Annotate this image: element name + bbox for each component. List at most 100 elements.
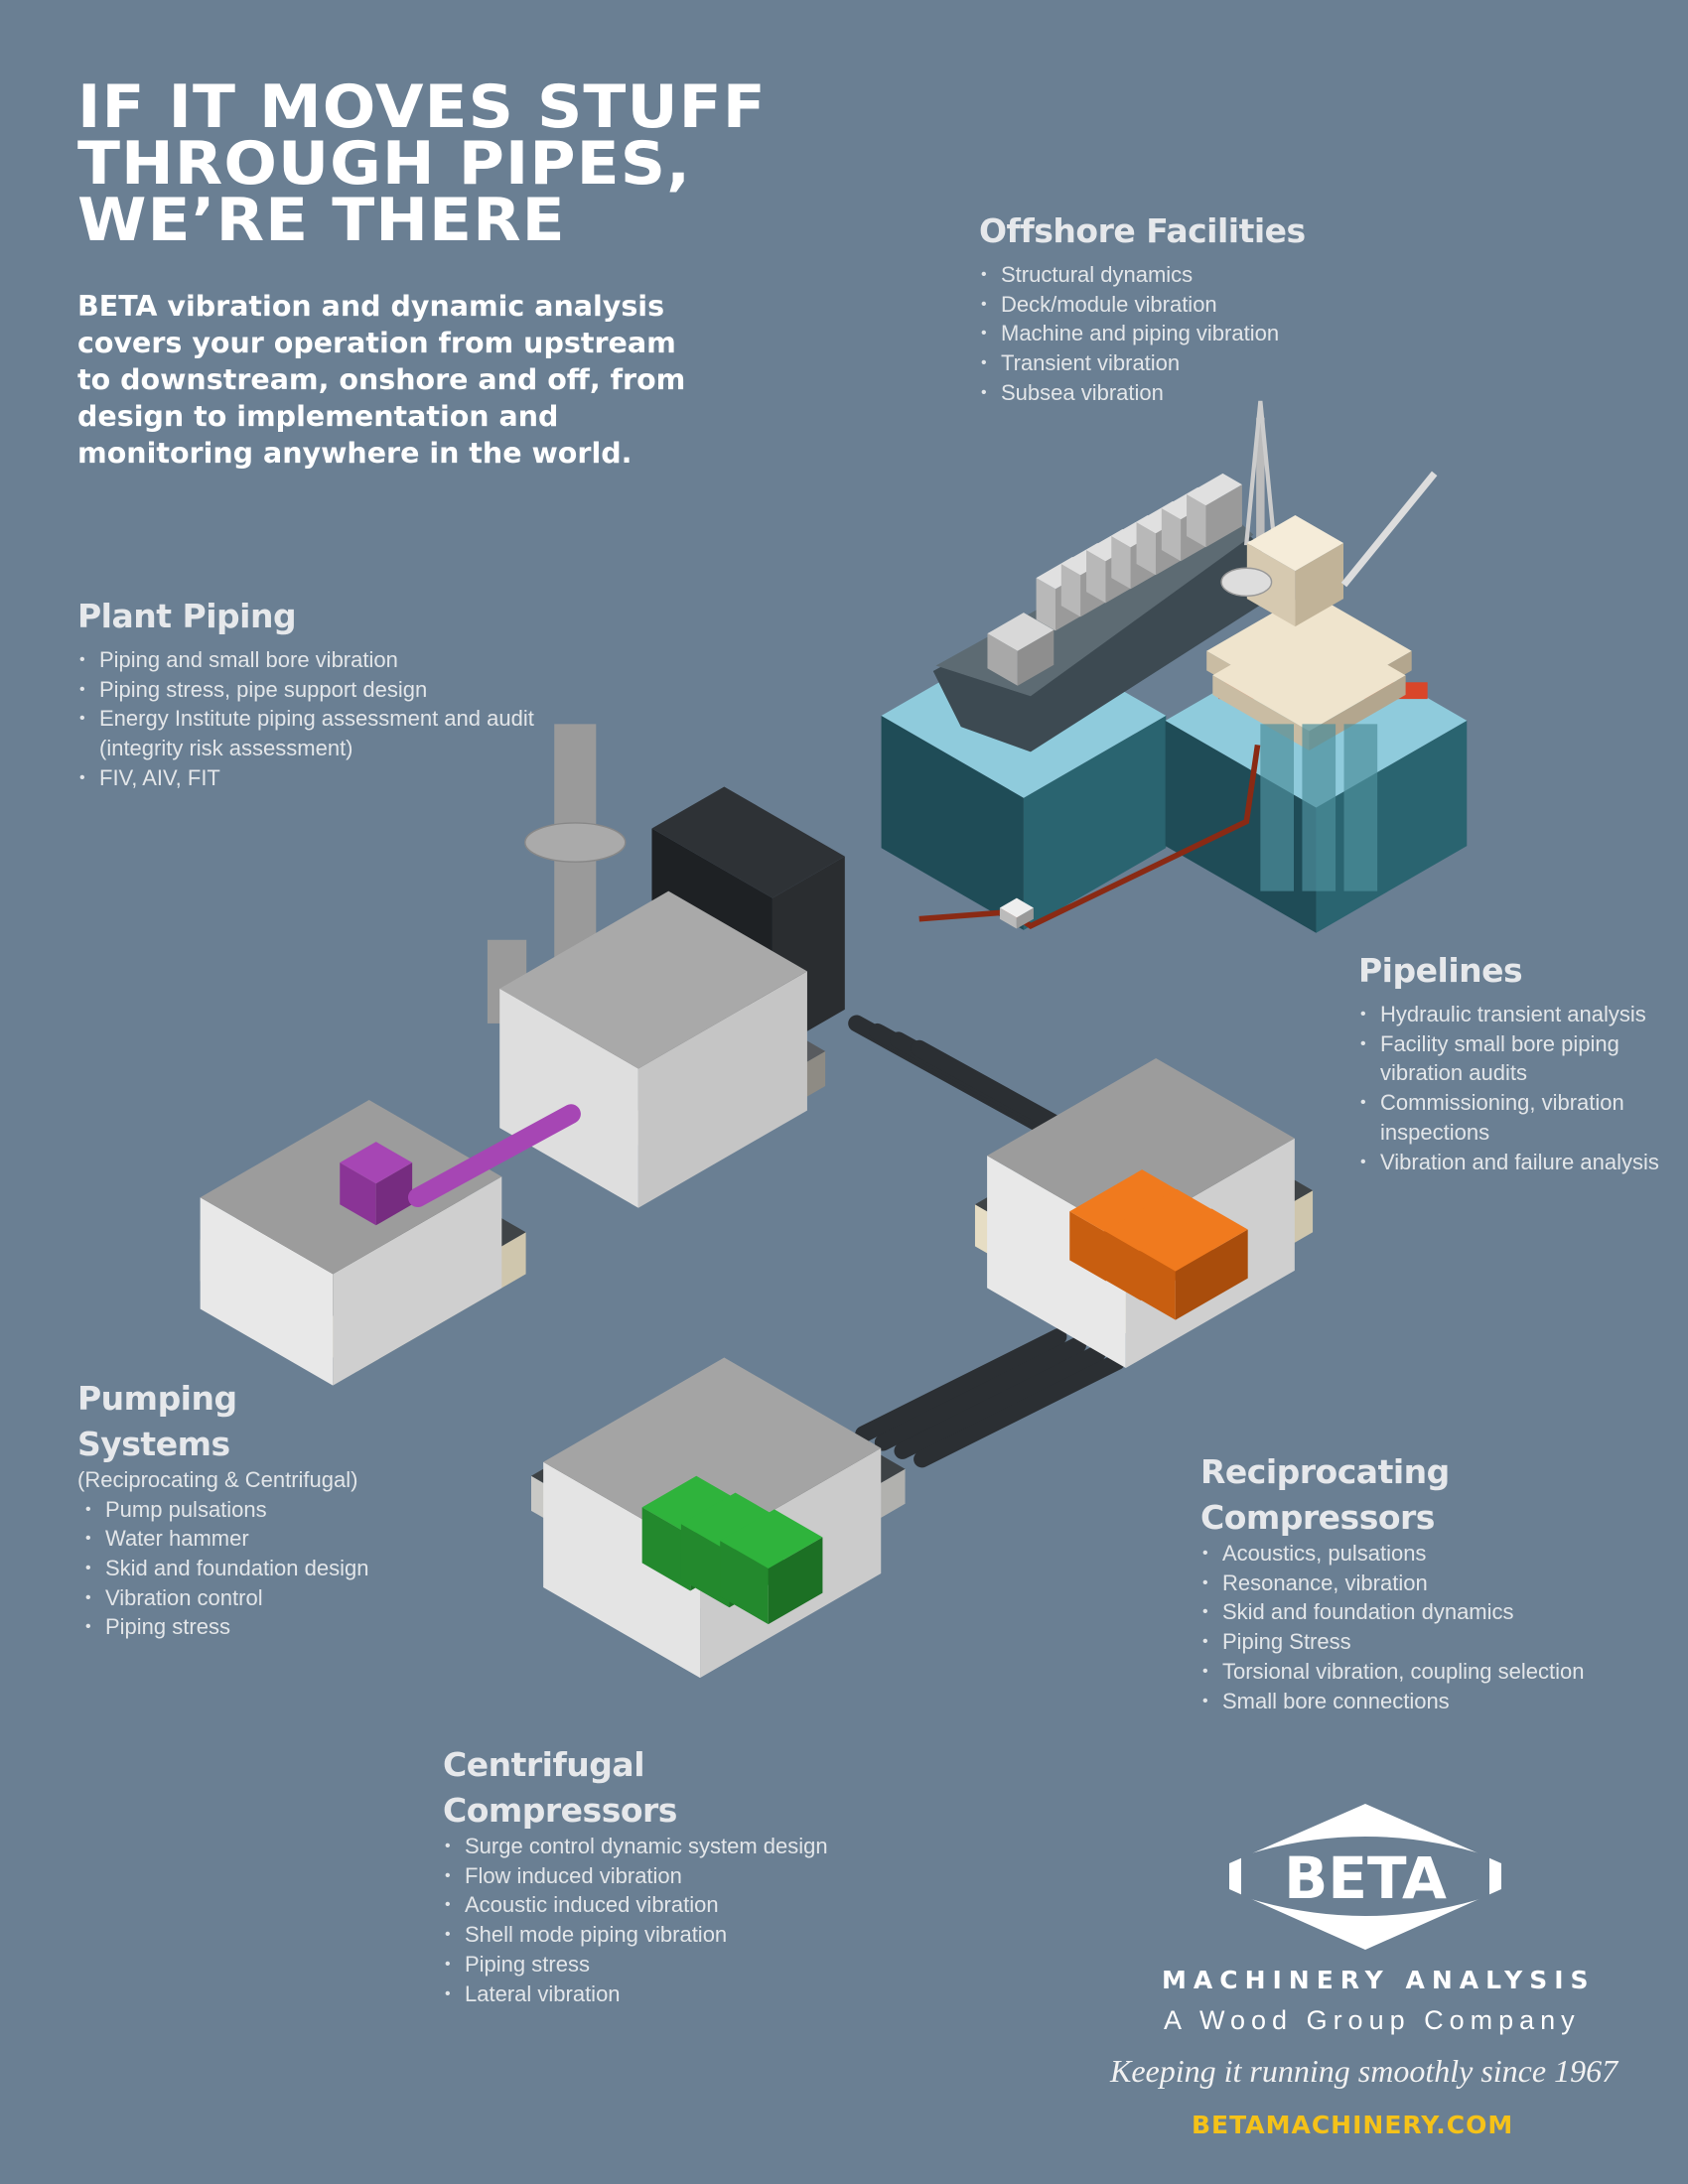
crane	[1340, 471, 1438, 588]
section-subtitle: (Reciprocating & Centrifugal)	[77, 1467, 358, 1492]
pump-house	[333, 1176, 502, 1386]
ship-bridge	[987, 613, 1055, 651]
container-stack	[1161, 507, 1182, 562]
list-item: Machine and piping vibration	[979, 319, 1306, 348]
list-item: Subsea vibration	[979, 378, 1306, 408]
list-item: Transient vibration	[979, 348, 1306, 378]
container-stack	[1086, 550, 1106, 604]
centrifugal-compressor	[680, 1524, 730, 1608]
list-item: Piping stress, pipe support design	[77, 675, 544, 705]
ship-bridge	[1017, 629, 1055, 686]
platform-leg	[1260, 724, 1295, 891]
pipe	[874, 1336, 1087, 1451]
bullet-list: Acoustics, pulsationsResonance, vibratio…	[1200, 1539, 1584, 1715]
list-item: Small bore connections	[1200, 1687, 1584, 1716]
reciprocating-compressor	[1139, 1208, 1248, 1272]
list-item: Skid and foundation design	[83, 1554, 368, 1583]
reciprocating-compressor	[1069, 1211, 1106, 1282]
container-stack	[1036, 578, 1055, 631]
website-link[interactable]: BETAMACHINERY.COM	[1192, 2111, 1514, 2139]
reciprocating-compressor	[1104, 1188, 1213, 1252]
reciprocating-compressor	[1104, 1230, 1141, 1301]
centrifugal-compressor	[680, 1492, 784, 1553]
platform-module	[1246, 514, 1344, 572]
tower-platform	[524, 822, 627, 863]
centrifugal-compressor	[720, 1540, 769, 1625]
centrifugal-compressor	[768, 1537, 823, 1625]
list-item: Acoustic induced vibration	[443, 1890, 828, 1920]
helipad	[1220, 567, 1273, 598]
reciprocating-compressor	[1139, 1250, 1176, 1320]
central-building	[499, 988, 638, 1208]
list-item: Resonance, vibration	[1200, 1569, 1584, 1598]
pipe	[914, 1353, 1126, 1468]
valve	[1016, 907, 1034, 929]
list-item: Facility small bore piping vibration aud…	[1358, 1029, 1676, 1088]
pump-motor	[340, 1142, 413, 1184]
bullet-list: Piping and small bore vibrationPiping st…	[77, 645, 544, 793]
section-title-line: Reciprocating	[1200, 1452, 1450, 1491]
list-item: Hydraulic transient analysis	[1358, 1000, 1676, 1029]
section-title: Pipelines	[1358, 951, 1523, 990]
list-item: Vibration control	[83, 1583, 368, 1613]
centrifugal-compressor	[720, 1509, 823, 1570]
centrifugal-compressor-building	[543, 1461, 701, 1679]
platform-leg	[1343, 724, 1378, 891]
pump-house	[200, 1197, 334, 1386]
list-item: Lateral vibration	[443, 1979, 828, 2009]
headline-line: THROUGH PIPES,	[77, 129, 692, 199]
bullet-list: Pump pulsationsWater hammerSkid and foun…	[83, 1495, 368, 1643]
pipe-rack	[651, 786, 845, 898]
list-item: FIV, AIV, FIT	[77, 763, 544, 793]
list-item: Energy Institute piping assessment and a…	[77, 704, 544, 762]
container-stack	[1060, 564, 1081, 617]
list-item: Piping stress	[83, 1612, 368, 1642]
list-item: Water hammer	[83, 1524, 368, 1554]
water-block	[881, 715, 1024, 930]
recip-compressor-building	[987, 1057, 1295, 1236]
brand-tagline: Keeping it running smoothly since 1967	[1110, 2053, 1618, 2089]
pipeline-red	[918, 744, 1261, 929]
section-title: Plant Piping	[77, 597, 297, 635]
pump-pipe	[407, 1104, 581, 1208]
list-item: Torsional vibration, coupling selection	[1200, 1657, 1584, 1687]
section-pipelines: Pipelines Hydraulic transient analysisFa…	[1358, 948, 1676, 1176]
brand-name: MACHINERY ANALYSIS	[1162, 1966, 1596, 1994]
water-block	[1023, 715, 1167, 930]
central-building	[637, 971, 807, 1208]
list-item: Piping Stress	[1200, 1627, 1584, 1657]
centrifugal-compressor	[641, 1475, 745, 1536]
bullet-list: Hydraulic transient analysisFacility sma…	[1358, 1000, 1676, 1176]
logo-text: BETA	[1284, 1844, 1447, 1912]
list-item: Commissioning, vibration inspections	[1358, 1088, 1676, 1147]
section-title-line: Systems	[77, 1425, 230, 1463]
section-title-line: Compressors	[443, 1791, 677, 1830]
list-item: Structural dynamics	[979, 260, 1306, 290]
pump-motor	[340, 1162, 376, 1226]
beta-logo: BETA	[1229, 1804, 1501, 1950]
reciprocating-compressor	[1069, 1169, 1179, 1233]
pipe	[855, 1328, 1067, 1443]
list-item: Surge control dynamic system design	[443, 1832, 828, 1861]
list-item: Shell mode piping vibration	[443, 1920, 828, 1950]
section-title-line: Pumping	[77, 1379, 237, 1418]
central-building	[499, 890, 807, 1069]
section-title-line: Centrifugal	[443, 1745, 645, 1784]
list-item: Acoustics, pulsations	[1200, 1539, 1584, 1569]
recip-compressor-building	[987, 1156, 1126, 1369]
platform-module	[1295, 543, 1344, 627]
section-title-line: Compressors	[1200, 1498, 1435, 1537]
container-stack	[1187, 473, 1242, 506]
list-item: Vibration and failure analysis	[1358, 1148, 1676, 1177]
valve	[999, 897, 1034, 918]
section-offshore: Offshore Facilities Structural dynamicsD…	[979, 208, 1306, 408]
reciprocating-compressor	[1175, 1229, 1248, 1320]
list-item: Pump pulsations	[83, 1495, 368, 1525]
headline-line: IF IT MOVES STUFF	[77, 72, 767, 142]
